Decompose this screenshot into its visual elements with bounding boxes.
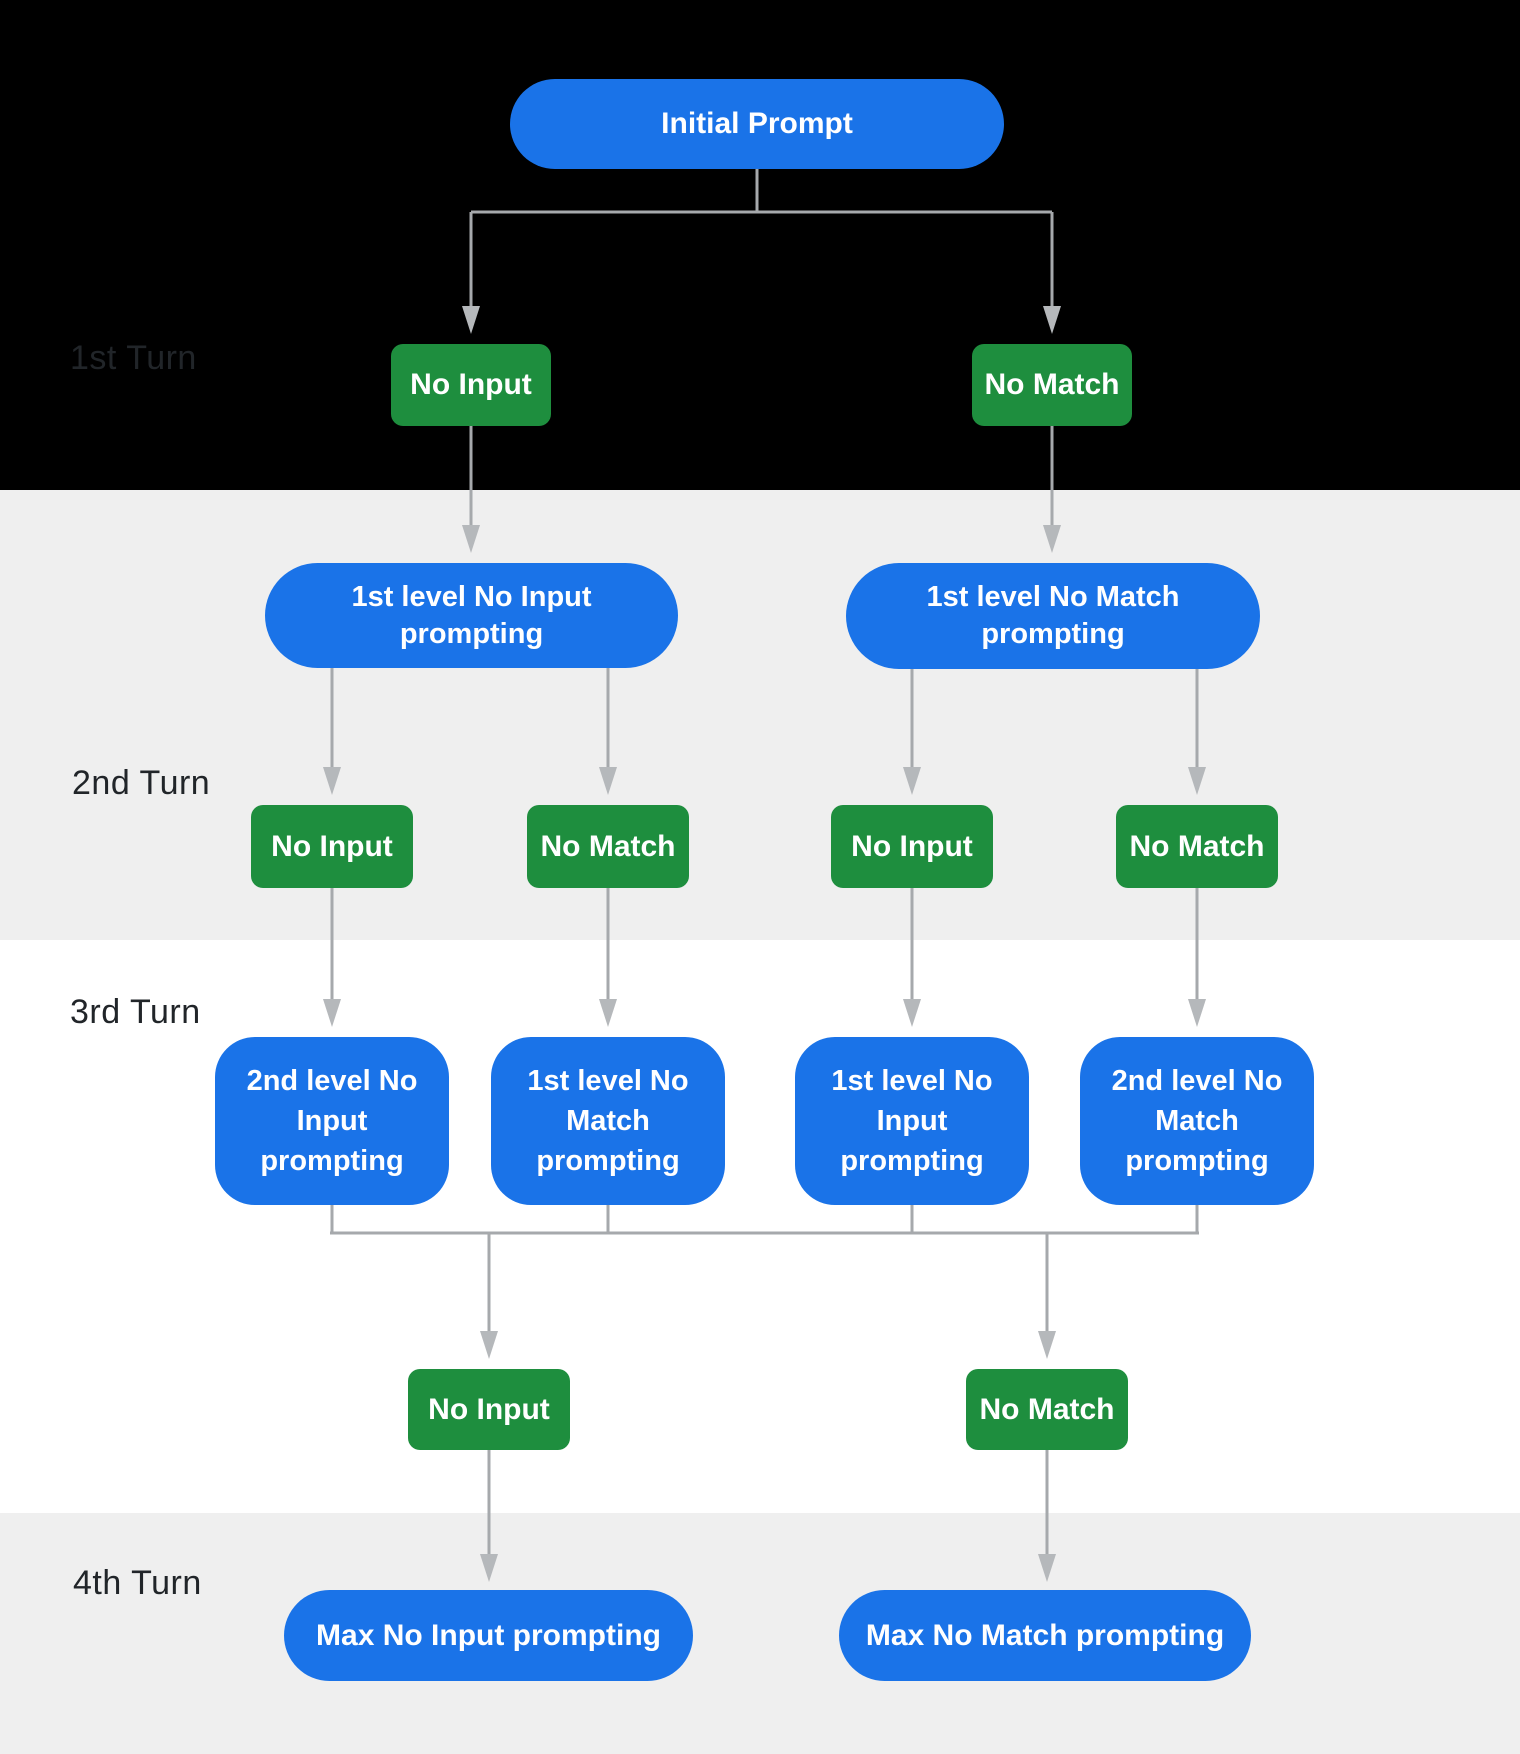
node-level1-no-input-prompting: 1st level No Input prompting — [265, 563, 678, 668]
node-turn2-no-input-right: No Input — [831, 805, 993, 888]
node-max-no-match-prompting: Max No Match prompting — [839, 1590, 1251, 1681]
node-level1-no-match-prompting: 1st level No Match prompting — [846, 563, 1260, 669]
node-turn2-no-match-left: No Match — [527, 805, 689, 888]
node-turn1-no-match: No Match — [972, 344, 1132, 426]
turn2-label: 2nd Turn — [72, 764, 211, 802]
node-level1-no-match-prompting-b: 1st level No Match prompting — [491, 1037, 725, 1205]
node-max-no-input-prompting: Max No Input prompting — [284, 1590, 693, 1681]
node-level1-no-input-prompting-b: 1st level No Input prompting — [795, 1037, 1029, 1205]
node-turn3-no-match: No Match — [966, 1369, 1128, 1450]
node-turn2-no-input-left: No Input — [251, 805, 413, 888]
node-level2-no-input-prompting: 2nd level No Input prompting — [215, 1037, 449, 1205]
turn3-section-background — [0, 940, 1520, 1513]
turn1-label: 1st Turn — [70, 339, 197, 377]
node-initial-prompt: Initial Prompt — [510, 79, 1004, 169]
turn3-label: 3rd Turn — [70, 993, 201, 1031]
connector-line-group — [330, 169, 1199, 1554]
turn4-label: 4th Turn — [73, 1564, 202, 1602]
connector-arrowheads — [323, 306, 1206, 1582]
node-turn3-no-input: No Input — [408, 1369, 570, 1450]
turn4-section-background — [0, 1513, 1520, 1754]
node-turn2-no-match-right: No Match — [1116, 805, 1278, 888]
node-level2-no-match-prompting: 2nd level No Match prompting — [1080, 1037, 1314, 1205]
node-turn1-no-input: No Input — [391, 344, 551, 426]
